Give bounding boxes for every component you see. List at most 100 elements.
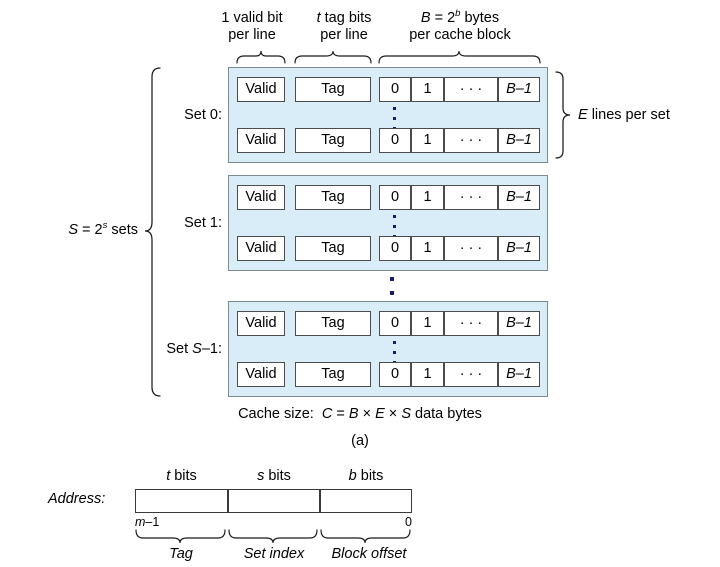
- set-1-line-0-byte-0: 0: [379, 185, 411, 210]
- cache-size-line: Cache size: C = B × E × S data bytes: [0, 406, 720, 423]
- total-sets-symbol: S: [68, 222, 79, 238]
- set-0-line-1-byte-ellipsis: · · ·: [444, 128, 498, 153]
- set-0-label-text: Set 0: [184, 107, 218, 123]
- set-s-minus-1-line-0-byte-ellipsis: · · ·: [444, 311, 498, 336]
- set-1-label-colon: :: [217, 215, 222, 231]
- set-s-minus-1-line-0-byte-1: 1: [411, 311, 444, 336]
- lines-per-set-text: lines per set: [587, 107, 670, 123]
- block-size-caption-line2: per cache block: [409, 27, 511, 43]
- cache-size-formula: = B × E × S data bytes: [332, 406, 482, 422]
- tag-bits-text: tag bits: [320, 10, 372, 26]
- part-label-a: (a): [351, 433, 369, 449]
- valid-bit-caption-line1: 1 valid bit: [221, 10, 283, 26]
- address-block-offset-brace-label: Block offset: [331, 546, 407, 562]
- set-1-line-1-byte-last: B–1: [498, 236, 540, 261]
- valid-bit-caption-line2: per line: [228, 27, 276, 43]
- set-s-minus-1-symbol: S: [192, 341, 202, 357]
- lines-per-set-label: E lines per set: [578, 107, 670, 124]
- tag-bits-caption: t tag bits per line: [298, 10, 390, 44]
- set-1-line-1-tag: Tag: [295, 236, 371, 261]
- address-tag-brace: [135, 529, 226, 544]
- valid-bit-caption: 1 valid bit per line: [206, 10, 298, 44]
- set-s-minus-1-line-1-byte-ellipsis: · · ·: [444, 362, 498, 387]
- set-1-label: Set 1:: [158, 215, 222, 232]
- tag-column-brace: [294, 50, 372, 64]
- set-0-line-0-byte-0: 0: [379, 77, 411, 102]
- address-set-index-brace-label: Set index: [243, 546, 305, 562]
- set-1-line-0-byte-1: 1: [411, 185, 444, 210]
- set-0-line-0-byte-ellipsis: · · ·: [444, 77, 498, 102]
- address-tag-bits-caption: t bits: [135, 468, 228, 485]
- set-s-minus-1-line-1-byte-1: 1: [411, 362, 444, 387]
- block-size-caption-line1: B = 2b bytes: [382, 8, 538, 27]
- set-s-minus-1-line-1-tag: Tag: [295, 362, 371, 387]
- tag-bits-caption-line1: t tag bits: [298, 10, 390, 27]
- set-0-line-1-tag: Tag: [295, 128, 371, 153]
- set-s-minus-1-line-0-valid: Valid: [237, 311, 285, 336]
- set-1-line-0-tag: Tag: [295, 185, 371, 210]
- set-0-line-0-byte-last: B–1: [498, 77, 540, 102]
- address-msb-label: m–1: [135, 514, 159, 531]
- set-s-minus-1-line-0-byte-last: B–1: [498, 311, 540, 336]
- set-0-line-1-valid: Valid: [237, 128, 285, 153]
- address-set-index-bits-text: bits: [264, 468, 291, 484]
- address-row-label: Address:: [48, 491, 106, 507]
- tag-bits-caption-line2: per line: [320, 27, 368, 43]
- set-1-line-1-byte-ellipsis: · · ·: [444, 236, 498, 261]
- address-msb-text: –1: [145, 515, 160, 529]
- block-column-brace: [378, 50, 541, 64]
- address-set-index-bits-caption: s bits: [228, 468, 320, 485]
- tag-bits-symbol: t: [316, 10, 321, 26]
- total-sets-exponent: s: [102, 220, 108, 232]
- set-s-minus-1-line-1-byte-last: B–1: [498, 362, 540, 387]
- total-sets-units: sets: [107, 222, 138, 238]
- set-0-line-1-byte-1: 1: [411, 128, 444, 153]
- address-set-index-bits-symbol: s: [257, 468, 265, 484]
- set-0-line-0-byte-1: 1: [411, 77, 444, 102]
- block-size-units: bytes: [460, 10, 500, 26]
- address-tag-brace-label: Tag: [169, 546, 193, 562]
- total-sets-label: S = 2s sets: [20, 220, 138, 239]
- set-s-minus-1-line-0-tag: Tag: [295, 311, 371, 336]
- set-1-line-1-valid: Valid: [237, 236, 285, 261]
- set-0-label: Set 0:: [158, 107, 222, 124]
- set-0-label-colon: :: [217, 107, 222, 123]
- lines-per-set-brace: [555, 71, 571, 159]
- block-size-eq: = 2: [430, 10, 456, 26]
- set-s-minus-1-line-1-valid: Valid: [237, 362, 285, 387]
- set-0-line-0-tag: Tag: [295, 77, 371, 102]
- set-1-line-1-byte-0: 0: [379, 236, 411, 261]
- address-tag-bits-symbol: t: [166, 468, 171, 484]
- address-block-offset-bits-text: bits: [356, 468, 384, 484]
- address-block-offset-bits-symbol: b: [348, 468, 357, 484]
- block-size-exponent: b: [455, 8, 461, 20]
- set-1-line-0-valid: Valid: [237, 185, 285, 210]
- address-divider-setindex-blockoffset: [319, 489, 321, 513]
- set-s-minus-1-label: Set S–1:: [140, 341, 222, 358]
- address-divider-tag-setindex: [227, 489, 229, 513]
- set-1-label-text: Set 1: [184, 215, 218, 231]
- sets-brace: [144, 67, 161, 397]
- address-bar: [135, 489, 412, 513]
- set-s-minus-1-line-0-byte-0: 0: [379, 311, 411, 336]
- set-1-line-0-byte-last: B–1: [498, 185, 540, 210]
- address-set-index-brace: [228, 529, 318, 544]
- set-0-line-1-byte-last: B–1: [498, 128, 540, 153]
- set-s-minus-1-suffix: –1:: [201, 341, 222, 357]
- address-block-offset-bits-caption: b bits: [320, 468, 412, 485]
- address-msb-symbol: m: [135, 515, 146, 529]
- set-0-line-1-byte-0: 0: [379, 128, 411, 153]
- total-sets-eq: = 2: [78, 222, 103, 238]
- set-s-minus-1-line-1-byte-0: 0: [379, 362, 411, 387]
- set-1-line-0-byte-ellipsis: · · ·: [444, 185, 498, 210]
- set-0-line-0-valid: Valid: [237, 77, 285, 102]
- set-s-minus-1-label-prefix: Set: [166, 341, 193, 357]
- cache-size-prefix: Cache size:: [238, 406, 314, 422]
- address-block-offset-brace: [320, 529, 411, 544]
- block-size-caption: B = 2b bytes per cache block: [382, 8, 538, 44]
- address-lsb-label: 0: [405, 515, 412, 529]
- valid-column-brace: [236, 50, 286, 64]
- block-size-symbol: B: [420, 10, 431, 26]
